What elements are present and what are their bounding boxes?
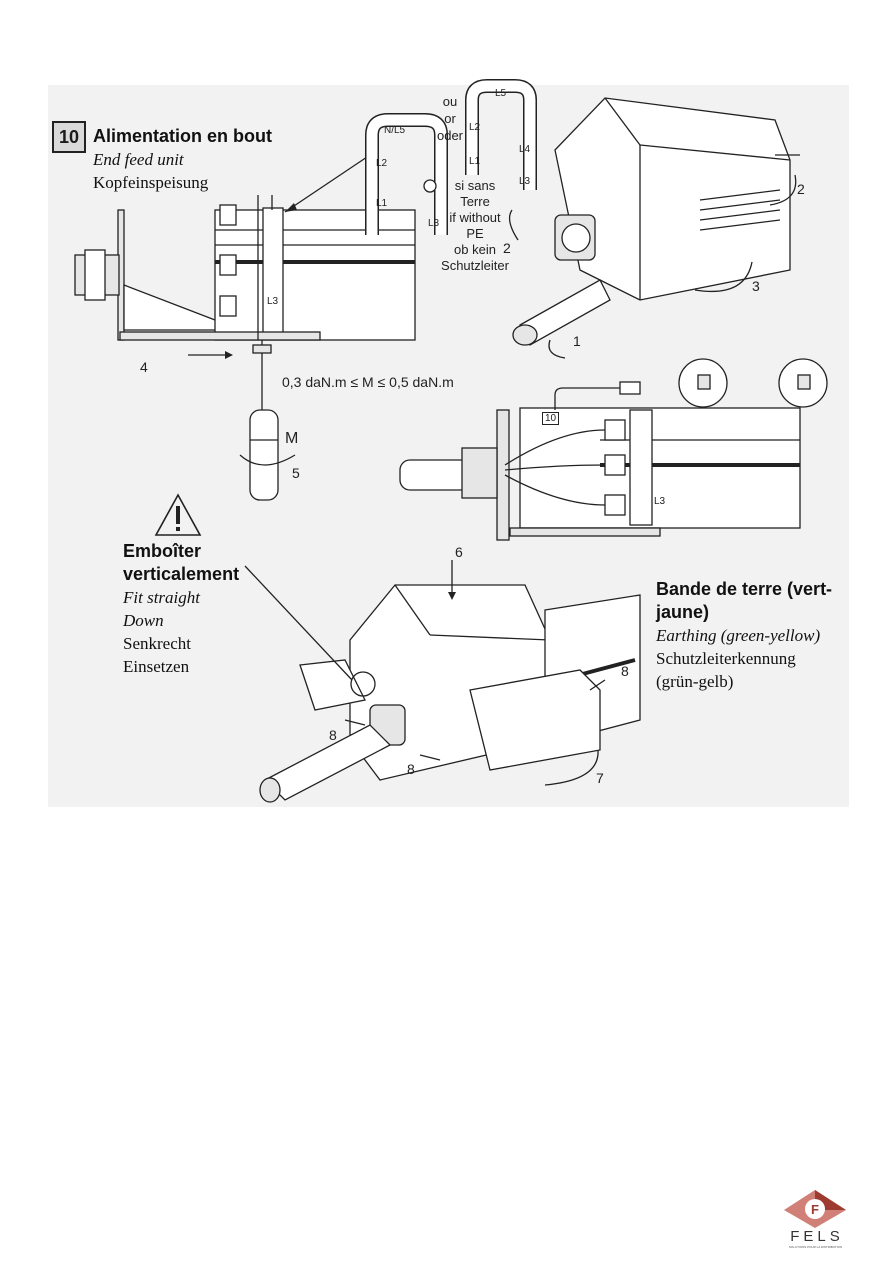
earthing-note-de-line2: (grün-gelb) bbox=[656, 672, 734, 691]
fit-note-fr-line2: verticalement bbox=[123, 564, 240, 584]
without-pe-line-4: PE bbox=[466, 226, 484, 241]
without-pe-line-2: Terre bbox=[460, 194, 490, 209]
without-pe-line-5: ob kein bbox=[454, 242, 496, 257]
svg-text:F: F bbox=[811, 1202, 819, 1217]
fit-note-en-line2: Down bbox=[123, 611, 164, 630]
fels-logo-tagline: SOLUTIONS POUR LA DISTRIBUTION bbox=[788, 1245, 843, 1249]
fels-logo-text: FELS bbox=[790, 1228, 844, 1245]
fit-note-fr-line1: Emboîter bbox=[123, 541, 202, 561]
fit-note-en-line1: Fit straight bbox=[123, 588, 200, 607]
cable-connection-view bbox=[399, 358, 828, 541]
without-pe-line-3: if without bbox=[449, 210, 501, 225]
step-title-en: End feed unit bbox=[93, 150, 184, 169]
screwdriver bbox=[239, 340, 296, 501]
end-feed-side-view bbox=[74, 154, 416, 359]
step-number-3: 3 bbox=[752, 278, 760, 294]
earthing-note-fr-line1: Bande de terre (vert- bbox=[656, 579, 833, 599]
step-number-8a: 8 bbox=[329, 727, 337, 743]
or-note-de: oder bbox=[436, 128, 464, 143]
strip-label-l2: L2 bbox=[376, 158, 388, 169]
fels-logo: F FELS SOLUTIONS POUR LA DISTRIBUTION bbox=[778, 1188, 853, 1250]
earthing-note-de-line1: Schutzleiterkennung bbox=[656, 649, 796, 668]
housing-closed-view bbox=[508, 97, 800, 359]
or-note-fr: ou bbox=[442, 94, 458, 109]
fels-logo-mark-icon: F bbox=[784, 1190, 846, 1228]
step-number-5: 5 bbox=[292, 465, 300, 481]
housing-label-l3: L3 bbox=[267, 296, 279, 307]
strip-label-top: N/L5 bbox=[384, 125, 406, 136]
step-number-8c: 8 bbox=[621, 663, 629, 679]
without-pe-line-6: Schutzleiter bbox=[441, 258, 509, 273]
without-pe-note: si sans Terre if without PE ob kein Schu… bbox=[430, 178, 520, 274]
alt-strip-label-l2: L2 bbox=[469, 122, 481, 133]
step-title-de: Kopfeinspeisung bbox=[93, 173, 209, 192]
earthing-note-fr-line2: jaune) bbox=[656, 602, 710, 622]
step-number-2a: 2 bbox=[503, 240, 511, 256]
marker-strip-alt bbox=[465, 79, 537, 190]
torque-symbol: M bbox=[285, 430, 299, 447]
warning-triangle-icon bbox=[154, 493, 202, 536]
fit-straight-note: Emboîter verticalement Fit straight Down… bbox=[123, 540, 239, 678]
fit-note-de-line2: Einsetzen bbox=[123, 657, 190, 676]
earthing-note: Bande de terre (vert- jaune) Earthing (g… bbox=[656, 578, 832, 693]
step-number-1: 1 bbox=[573, 333, 581, 349]
step-title-fr: Alimentation en bout bbox=[93, 126, 272, 146]
step-number-4: 4 bbox=[140, 359, 148, 375]
alt-strip-label-l1: L1 bbox=[469, 156, 481, 167]
earthing-note-en: Earthing (green-yellow) bbox=[656, 626, 821, 645]
strip-label-l1: L1 bbox=[376, 198, 388, 209]
lower-housing-label-l3: L3 bbox=[654, 496, 666, 507]
cable-label-10: 10 bbox=[542, 412, 560, 425]
alt-strip-label-top: L5 bbox=[495, 88, 507, 99]
or-note-en: or bbox=[444, 111, 456, 126]
alt-strip-label-l3: L3 bbox=[519, 176, 531, 187]
without-pe-line-1: si sans bbox=[454, 178, 496, 193]
strip-label-l3: L3 bbox=[428, 218, 440, 229]
or-note: ou or oder bbox=[435, 93, 465, 144]
step-number-badge: 10 bbox=[52, 121, 86, 153]
alt-strip-label-l4: L4 bbox=[519, 144, 531, 155]
step-number-6: 6 bbox=[455, 544, 463, 560]
marker-strip-main bbox=[365, 113, 448, 235]
step-number-2b: 2 bbox=[797, 181, 805, 197]
torque-note: 0,3 daN.m ≤ M ≤ 0,5 daN.m bbox=[282, 374, 454, 390]
step-number-8b: 8 bbox=[407, 761, 415, 777]
step-number-7: 7 bbox=[596, 770, 604, 786]
fit-note-de-line1: Senkrecht bbox=[123, 634, 191, 653]
final-assembly-view bbox=[244, 560, 641, 803]
